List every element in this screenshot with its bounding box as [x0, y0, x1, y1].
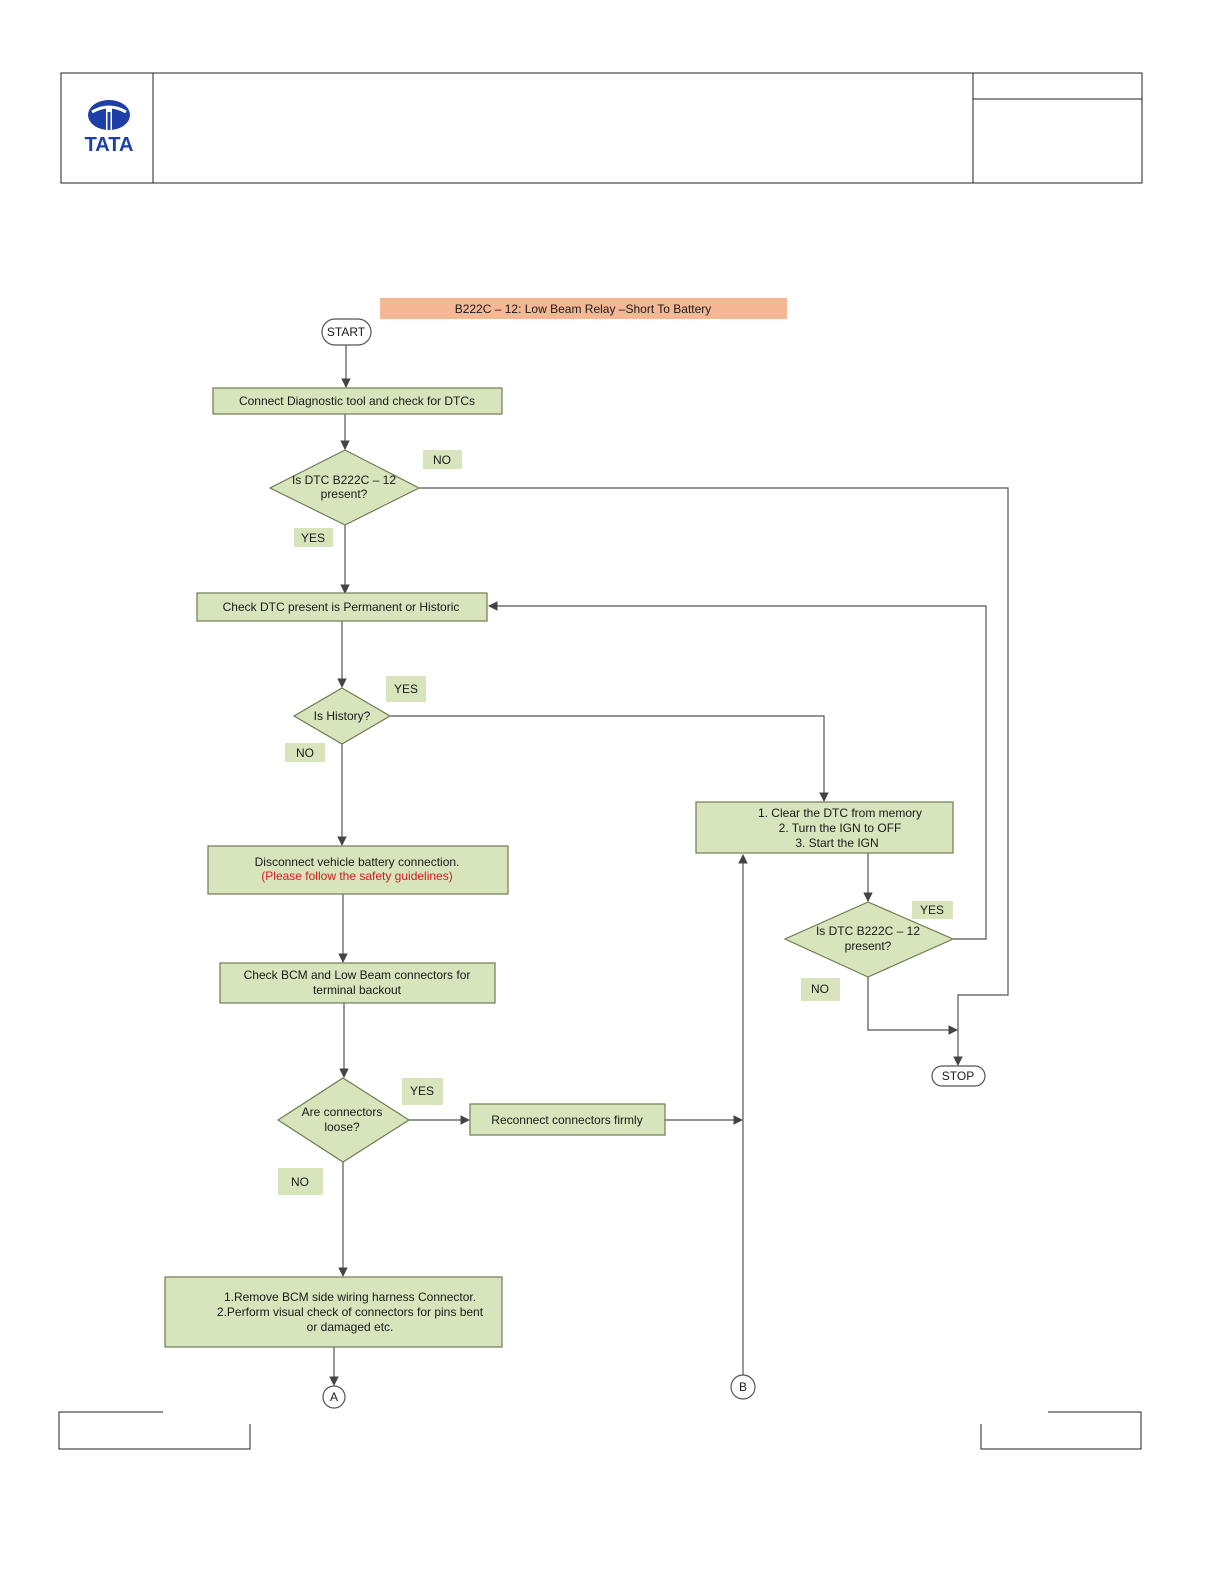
- step-remove-line3: or damaged etc.: [307, 1320, 394, 1334]
- decision1-line1: Is DTC B222C – 12: [292, 473, 396, 487]
- connector-a-label: A: [330, 1390, 338, 1404]
- decision-history-text: Is History?: [314, 709, 371, 723]
- step-remove-line2: 2.Perform visual check of connectors for…: [217, 1305, 484, 1319]
- decision-connectors-loose: Are connectors loose?: [276, 1077, 411, 1163]
- step-check-permanent: Check DTC present is Permanent or Histor…: [196, 592, 488, 622]
- step-check-connectors-line2: terminal backout: [313, 983, 402, 997]
- step-check-permanent-text: Check DTC present is Permanent or Histor…: [223, 600, 460, 614]
- connector-a: A: [322, 1385, 346, 1409]
- label-no-2: NO: [801, 978, 840, 1001]
- svg-text:NO: NO: [291, 1175, 309, 1189]
- decision-history: Is History?: [292, 687, 392, 745]
- label-yes-1: YES: [294, 528, 333, 547]
- step-disconnect-warning: (Please follow the safety guidelines): [261, 869, 452, 883]
- label-no-1: NO: [423, 450, 462, 469]
- flowchart-title: B222C – 12: Low Beam Relay –Short To Bat…: [455, 302, 712, 316]
- svg-text:NO: NO: [811, 982, 829, 996]
- step-clear-line3: 3. Start the IGN: [795, 836, 878, 850]
- step-reconnect-text: Reconnect connectors firmly: [491, 1113, 642, 1127]
- step-disconnect-battery: Disconnect vehicle battery connection. (…: [207, 845, 509, 895]
- decision1-line2: present?: [321, 487, 368, 501]
- stop-label: STOP: [942, 1069, 974, 1083]
- label-no-history: NO: [285, 743, 325, 762]
- svg-text:YES: YES: [301, 531, 325, 545]
- start-label: START: [327, 325, 366, 339]
- flow-connectors: [329, 345, 1009, 1386]
- stop-terminator: STOP: [931, 1065, 986, 1087]
- logo-text: TATA: [85, 134, 134, 156]
- title-bar: [380, 298, 787, 319]
- svg-text:NO: NO: [433, 453, 451, 467]
- step-clear-dtc: 1. Clear the DTC from memory 2. Turn the…: [695, 801, 954, 854]
- connector-b: B: [730, 1374, 756, 1400]
- step-disconnect-text: Disconnect vehicle battery connection.: [255, 855, 460, 869]
- svg-text:YES: YES: [394, 682, 418, 696]
- svg-text:YES: YES: [410, 1084, 434, 1098]
- decision-dtc-present-2: Is DTC B222C – 12 present?: [783, 901, 955, 978]
- step-clear-line2: 2. Turn the IGN to OFF: [779, 821, 902, 835]
- svg-text:YES: YES: [920, 903, 944, 917]
- step-connect-text: Connect Diagnostic tool and check for DT…: [239, 394, 475, 408]
- decision-loose-line1: Are connectors: [302, 1105, 383, 1119]
- svg-text:NO: NO: [296, 746, 314, 760]
- decision2-line2: present?: [845, 939, 892, 953]
- label-yes-history: YES: [386, 676, 426, 702]
- decision-loose-line2: loose?: [324, 1120, 360, 1134]
- decision-dtc-present-1: Is DTC B222C – 12 present?: [268, 449, 421, 526]
- label-yes-loose: YES: [402, 1078, 443, 1105]
- step-remove-line1: 1.Remove BCM side wiring harness Connect…: [224, 1290, 476, 1304]
- tata-logo: TATA: [85, 100, 134, 156]
- decision2-line1: Is DTC B222C – 12: [816, 924, 920, 938]
- document-footer: [58, 1411, 1142, 1450]
- step-check-connectors-line1: Check BCM and Low Beam connectors for: [244, 968, 471, 982]
- label-yes-2: YES: [912, 901, 953, 919]
- step-connect-diagnostic: Connect Diagnostic tool and check for DT…: [212, 387, 503, 415]
- connector-b-label: B: [739, 1380, 747, 1394]
- step-clear-line1: 1. Clear the DTC from memory: [758, 806, 922, 820]
- step-check-connectors: Check BCM and Low Beam connectors for te…: [219, 962, 496, 1004]
- label-no-loose: NO: [278, 1168, 323, 1195]
- document-header: [60, 72, 1143, 184]
- start-terminator: START: [321, 318, 372, 346]
- step-remove-bcm: 1.Remove BCM side wiring harness Connect…: [164, 1276, 503, 1348]
- step-reconnect: Reconnect connectors firmly: [469, 1103, 666, 1136]
